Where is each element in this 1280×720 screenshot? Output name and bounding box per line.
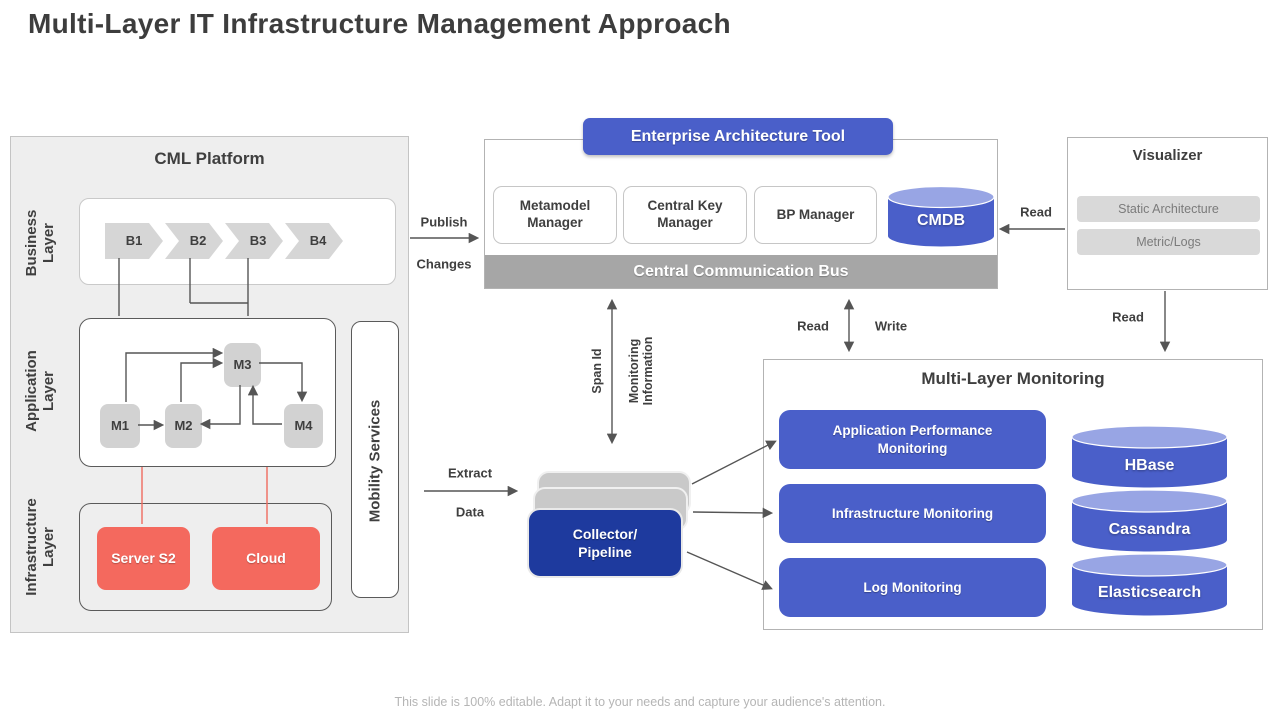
ea-tool-box: Metamodel Manager Central Key Manager BP… <box>484 139 998 289</box>
chevron-b1: B1 <box>105 223 163 259</box>
monitoring-information-label: Monitoring Information <box>627 336 655 406</box>
collector-to-apm-arrow <box>691 440 777 485</box>
cassandra-database: Cassandra <box>1071 489 1228 553</box>
collector-to-log-monitoring-arrow <box>686 551 773 590</box>
visualizer-box: Visualizer Static Architecture Metric/Lo… <box>1067 137 1268 290</box>
footer-note: This slide is 100% editable. Adapt it to… <box>394 695 886 709</box>
span-id-label: Span Id <box>590 348 604 394</box>
collector-label-line2: Pipeline <box>578 544 632 560</box>
process-chevron-row: B1 B2 B3 B4 <box>105 223 365 259</box>
cmdb-database: CMDB <box>887 185 995 248</box>
chevron-b4: B4 <box>285 223 343 259</box>
mobility-services-label: Mobility Services <box>366 399 384 523</box>
infrastructure-layer-box: Server S2 Cloud <box>79 503 332 611</box>
collector-label-line1: Collector/ <box>572 525 638 542</box>
elasticsearch-cylinder-body <box>1072 565 1227 616</box>
enterprise-architecture-tool-banner: Enterprise Architecture Tool <box>583 118 893 155</box>
elasticsearch-cylinder-top <box>1071 553 1228 577</box>
communication-bus-bar: Central Communication Bus <box>485 255 997 288</box>
cmdb-label: CMDB <box>917 212 965 229</box>
bp-manager-box: BP Manager <box>754 186 877 244</box>
infrastructure-layer-label: Infrastructure Layer <box>23 498 57 596</box>
cassandra-cylinder-top <box>1071 489 1228 513</box>
read-label-bus: Read <box>797 318 829 334</box>
read-label-visualizer: Read <box>1112 309 1144 325</box>
log-monitoring-box: Log Monitoring <box>779 558 1046 617</box>
extract-label: Extract <box>447 465 493 481</box>
cmdb-cylinder-top <box>887 185 995 209</box>
mobility-services-box: Mobility Services <box>351 321 399 598</box>
application-layer-box: M1 M2 M3 M4 <box>79 318 336 467</box>
multi-layer-monitoring-panel: Multi-Layer Monitoring Application Perfo… <box>763 359 1263 630</box>
module-m1: M1 <box>100 404 140 448</box>
visualizer-title: Visualizer <box>1132 147 1203 164</box>
chevron-b3: B3 <box>225 223 283 259</box>
application-performance-monitoring-box: Application Performance Monitoring <box>779 410 1046 469</box>
application-layer-label: Application Layer <box>23 350 57 432</box>
cloud-box: Cloud <box>212 527 320 590</box>
write-label: Write <box>874 318 908 334</box>
cassandra-cylinder-icon <box>1071 489 1228 552</box>
publish-label: Publish <box>420 214 468 230</box>
cmdb-cylinder-icon <box>887 185 995 247</box>
hbase-label: HBase <box>1124 457 1175 474</box>
elasticsearch-database: Elasticsearch <box>1071 553 1228 617</box>
hbase-cylinder-icon <box>1071 425 1228 488</box>
metric-logs-item: Metric/Logs <box>1077 229 1260 255</box>
cmdb-cylinder-body <box>888 197 994 247</box>
cml-platform-panel: CML Platform Business Layer Application … <box>10 136 409 633</box>
changes-label: Changes <box>416 256 472 272</box>
elasticsearch-label: Elasticsearch <box>1097 584 1202 601</box>
cassandra-cylinder-body <box>1072 501 1227 552</box>
module-m2: M2 <box>165 404 202 448</box>
collector-pipeline-box: Collector/ Pipeline <box>527 508 683 578</box>
hbase-cylinder-top <box>1071 425 1228 449</box>
page-title: Multi-Layer IT Infrastructure Management… <box>28 8 731 39</box>
hbase-database: HBase <box>1071 425 1228 489</box>
central-key-manager-box: Central Key Manager <box>623 186 747 244</box>
business-layer-label: Business Layer <box>23 209 57 277</box>
server-s2-box: Server S2 <box>97 527 190 590</box>
collector-to-infra-monitoring-arrow <box>692 507 774 519</box>
elasticsearch-cylinder-icon <box>1071 553 1228 616</box>
module-m4: M4 <box>284 404 323 448</box>
hbase-cylinder-body <box>1072 437 1227 488</box>
read-label-cmdb: Read <box>1020 204 1052 220</box>
multi-layer-monitoring-title: Multi-Layer Monitoring <box>921 369 1105 388</box>
business-layer-box: B1 B2 B3 B4 <box>79 198 396 285</box>
cml-platform-title: CML Platform <box>154 149 265 168</box>
chevron-b2: B2 <box>165 223 223 259</box>
cassandra-label: Cassandra <box>1108 521 1191 538</box>
module-m3: M3 <box>224 343 261 387</box>
static-architecture-item: Static Architecture <box>1077 196 1260 222</box>
data-label: Data <box>455 504 485 520</box>
metamodel-manager-box: Metamodel Manager <box>493 186 617 244</box>
infrastructure-monitoring-box: Infrastructure Monitoring <box>779 484 1046 543</box>
